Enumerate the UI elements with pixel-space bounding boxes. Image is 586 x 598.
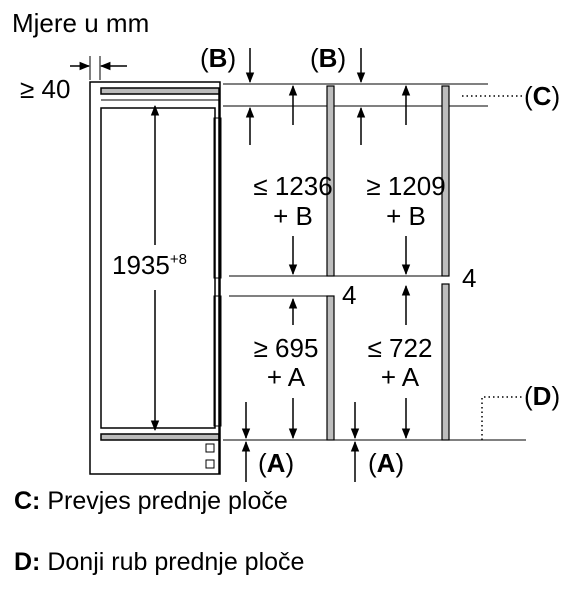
legend-c-key: C: (14, 487, 41, 515)
legend-d-key: D: (14, 548, 41, 576)
a-label-right: (A) (368, 448, 404, 478)
reference-lines (223, 83, 526, 441)
front-panels (326, 85, 450, 441)
height-main-label: 1935+8 (112, 250, 187, 280)
d-label: (D) (524, 381, 560, 411)
gap-left-label: 4 (342, 280, 356, 310)
a-label-left: (A) (258, 448, 294, 478)
b-label-left: (B) (200, 43, 236, 73)
left-upper-panel (326, 85, 335, 277)
lower-right-label-2: + A (381, 362, 420, 392)
min-gap-label: ≥ 40 (20, 74, 70, 104)
d-dotted-leader (481, 396, 522, 440)
right-upper-panel (441, 85, 450, 277)
b-label-right: (B) (310, 43, 346, 73)
gap-40-indicator (70, 56, 127, 80)
legend-c-text: Prevjes prednje ploče (47, 487, 288, 515)
upper-left-label-2: + B (273, 201, 313, 231)
upper-right-label-1: ≥ 1209 (366, 171, 445, 201)
upper-right-label-2: + B (386, 201, 426, 231)
left-lower-panel (326, 295, 335, 441)
lower-left-label-2: + A (267, 362, 306, 392)
legend-d: D: Donji rub prednje ploče (14, 548, 304, 577)
right-lower-panel (441, 283, 450, 441)
diagram-title: Mjere u mm (12, 8, 149, 38)
lower-left-label-1: ≥ 695 (254, 333, 319, 363)
gap-right-label: 4 (462, 263, 476, 293)
upper-left-label-1: ≤ 1236 (253, 171, 332, 201)
lower-right-label-1: ≤ 722 (368, 333, 433, 363)
legend-c: C: Prevjes prednje ploče (14, 487, 288, 516)
c-label: (C) (524, 81, 560, 111)
legend-d-text: Donji rub prednje ploče (47, 548, 305, 576)
